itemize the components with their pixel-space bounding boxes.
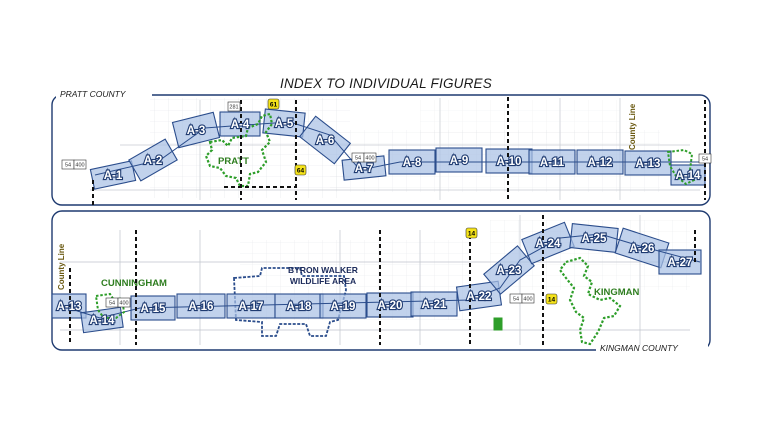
pratt-county-label: PRATT COUNTY <box>60 89 127 99</box>
lower-segment-label: A-15 <box>141 303 167 315</box>
us54-shield-upper-right: 54 <box>698 153 712 164</box>
kingman-county-label: KINGMAN COUNTY <box>600 343 679 353</box>
pratt-airport-boundary <box>666 148 696 186</box>
upper-segment-label: A-4 <box>231 119 250 131</box>
upper-segment-box <box>128 138 178 182</box>
cunningham-city-boundary <box>94 292 126 319</box>
upper-segment-label: A-6 <box>316 135 335 147</box>
upper-segment-box <box>435 147 483 173</box>
lower-segment-box <box>319 293 367 319</box>
map-title: INDEX TO INDIVIDUAL FIGURES <box>280 76 492 91</box>
k14-route-marker-upper: 14 <box>465 227 478 239</box>
wildlife-area-label-line2: WILDLIFE AREA <box>290 276 356 286</box>
upper-panel: PRATT COUNTY PRATT County Line <box>51 88 712 206</box>
upper-segment-label: A-2 <box>144 155 163 167</box>
svg-text:54: 54 <box>355 156 361 162</box>
pratt-city-boundary <box>204 112 274 188</box>
kingman-town-label: KINGMAN <box>594 287 640 298</box>
upper-segment-label: A-3 <box>187 125 206 137</box>
lower-segment-label: A-19 <box>331 301 356 313</box>
svg-text:400: 400 <box>523 297 532 303</box>
svg-text:64: 64 <box>297 168 305 175</box>
lower-segment-label: A-17 <box>239 301 264 313</box>
pratt-town-label: PRATT <box>218 156 249 167</box>
us281-shield: 281 <box>227 101 241 112</box>
lower-segment-label: A-21 <box>422 299 448 311</box>
svg-text:54: 54 <box>513 297 519 303</box>
upper-corridor-centerline <box>94 121 700 176</box>
lower-segment-label: A-20 <box>378 300 403 312</box>
lower-segment-label: A-14 <box>90 315 116 327</box>
svg-text:14: 14 <box>468 231 476 238</box>
lower-segment-label: A-24 <box>536 238 562 250</box>
wildlife-area-label-line1: BYRON WALKER <box>288 265 358 275</box>
upper-county-dash-lines <box>92 97 706 205</box>
lower-segment-label: A-27 <box>668 257 693 269</box>
lower-segment-box <box>274 293 324 319</box>
lower-segment-box <box>483 245 535 295</box>
upper-segment-label: A-7 <box>355 163 374 175</box>
us54-400-shield-upper-mid: 54 400 <box>351 152 377 163</box>
svg-text:281: 281 <box>229 105 238 111</box>
upper-segment-label: A-14 <box>676 170 702 182</box>
upper-segment-box <box>624 150 672 176</box>
upper-road-grid <box>90 98 700 200</box>
lower-corridor-centerline <box>57 233 701 319</box>
cunningham-town-label: CUNNINGHAM <box>101 278 167 289</box>
svg-text:54: 54 <box>702 157 708 163</box>
lower-panel: KINGMAN COUNTY BYRON WALKER WILDLIFE ARE… <box>51 210 711 354</box>
upper-segment-label: A-5 <box>275 118 294 130</box>
svg-text:400: 400 <box>75 163 84 169</box>
svg-text:54: 54 <box>65 163 71 169</box>
lower-segment-label: A-13 <box>57 301 82 313</box>
lower-segment-box <box>366 292 414 318</box>
k61-route-marker: 61 <box>267 98 280 110</box>
lower-segment-labels: A-13A-14 A-15 A-16 A-17 A-18 A-19 A-20 A-21 A-22… <box>55 232 693 328</box>
upper-segment-box <box>171 111 221 149</box>
lower-segment-label: A-23 <box>497 265 522 277</box>
lower-segment-box <box>410 291 458 317</box>
upper-segment-box <box>298 115 352 165</box>
us54-400-shield-lower-right: 54 400 <box>509 293 535 304</box>
svg-text:61: 61 <box>270 102 278 109</box>
lower-segment-box <box>569 223 619 253</box>
k64-route-marker: 64 <box>294 164 307 176</box>
lower-segment-label: A-25 <box>582 233 608 245</box>
lower-segment-label: A-26 <box>630 243 655 255</box>
svg-text:54: 54 <box>109 301 115 307</box>
us54-400-shield-upper-left: 54 400 <box>61 159 87 170</box>
upper-segment-label: A-8 <box>403 157 422 169</box>
us54-400-shield-lower-left: 54 400 <box>105 297 131 308</box>
svg-text:400: 400 <box>119 301 128 307</box>
upper-county-line-label: County Line <box>628 103 637 150</box>
upper-segment-label: A-13 <box>636 158 661 170</box>
lower-segment-label: A-16 <box>189 301 214 313</box>
k14-route-marker-lower: 14 <box>545 293 558 305</box>
upper-segment-box <box>670 164 706 186</box>
lower-segment-label: A-22 <box>467 291 492 303</box>
upper-segment-boxes <box>89 108 706 190</box>
byron-walker-wildlife-area-boundary <box>233 267 347 337</box>
lower-county-line-label: County Line <box>57 243 66 290</box>
svg-text:400: 400 <box>365 156 374 162</box>
kingman-outlier-boundary <box>493 317 503 331</box>
upper-segment-label: A-1 <box>104 170 123 182</box>
lower-segment-label: A-18 <box>287 301 313 313</box>
lower-county-dash-lines <box>69 215 696 345</box>
lower-segment-box <box>80 306 124 334</box>
svg-text:14: 14 <box>548 297 556 304</box>
upper-segment-label: A-9 <box>450 155 469 167</box>
upper-segment-label: A-11 <box>540 157 565 169</box>
upper-segment-label: A-12 <box>588 157 613 169</box>
upper-segment-label: A-10 <box>497 156 522 168</box>
kingman-city-boundary <box>558 256 622 346</box>
upper-segment-box <box>262 108 306 138</box>
